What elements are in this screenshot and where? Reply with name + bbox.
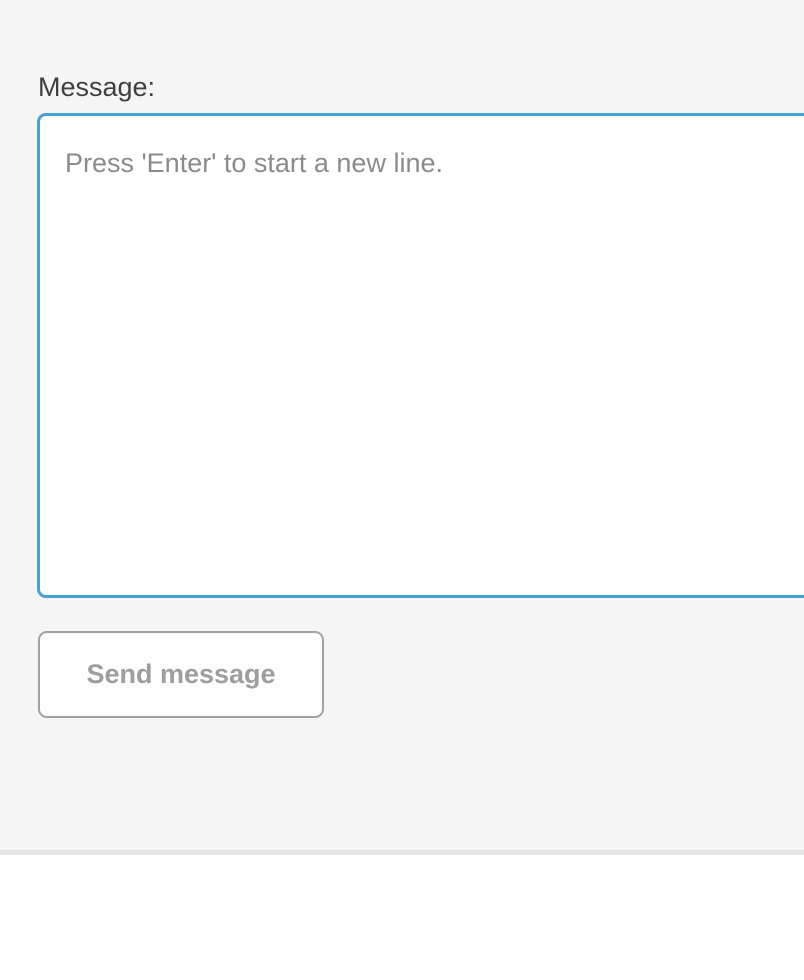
message-label: Message:	[38, 72, 156, 102]
bottom-whitespace	[0, 855, 804, 980]
horizontal-divider	[0, 850, 804, 855]
send-message-button[interactable]: Send message	[38, 631, 324, 718]
message-textarea[interactable]	[37, 113, 804, 598]
message-form-panel: Message: Send message	[37, 72, 804, 718]
